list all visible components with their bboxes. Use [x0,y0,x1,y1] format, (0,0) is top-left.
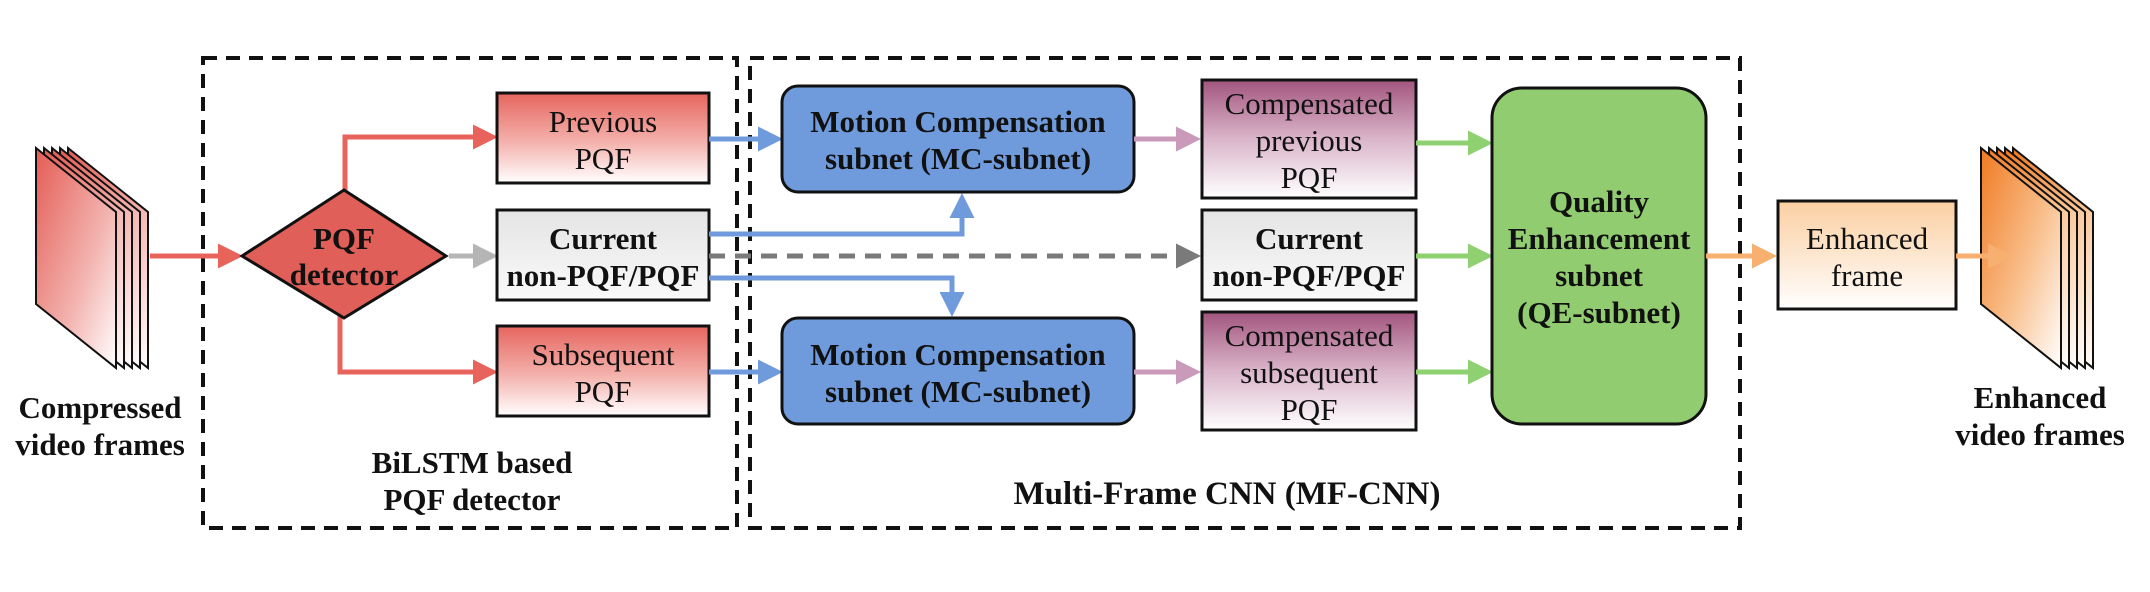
compensated-subsequent-box [1200,310,1418,432]
arrow-detector-to-previous [342,124,498,195]
input-frames-stack-icon [35,145,149,371]
enhanced-frame-box [1776,199,1958,311]
arrow-detector-to-subsequent [337,314,498,385]
current-frame-box [495,208,711,302]
qe-subnet-box [1490,86,1708,426]
mc-subnet-top [780,84,1136,194]
pqf-detector-diamond [239,188,449,320]
arrow-current-to-mc-bottom [709,275,965,317]
compensated-previous-box [1200,78,1418,200]
mf-current-frame-box [1200,208,1418,302]
mfcnn-section-title: Multi-Frame CNN (MF-CNN) [1013,476,1440,512]
detector-section-border [201,56,739,530]
mfcnn-section-border [748,56,1742,530]
arrow-current-to-mc-top [709,193,975,237]
output-frames-stack-icon [1980,145,2094,371]
previous-pqf-box [495,91,711,185]
